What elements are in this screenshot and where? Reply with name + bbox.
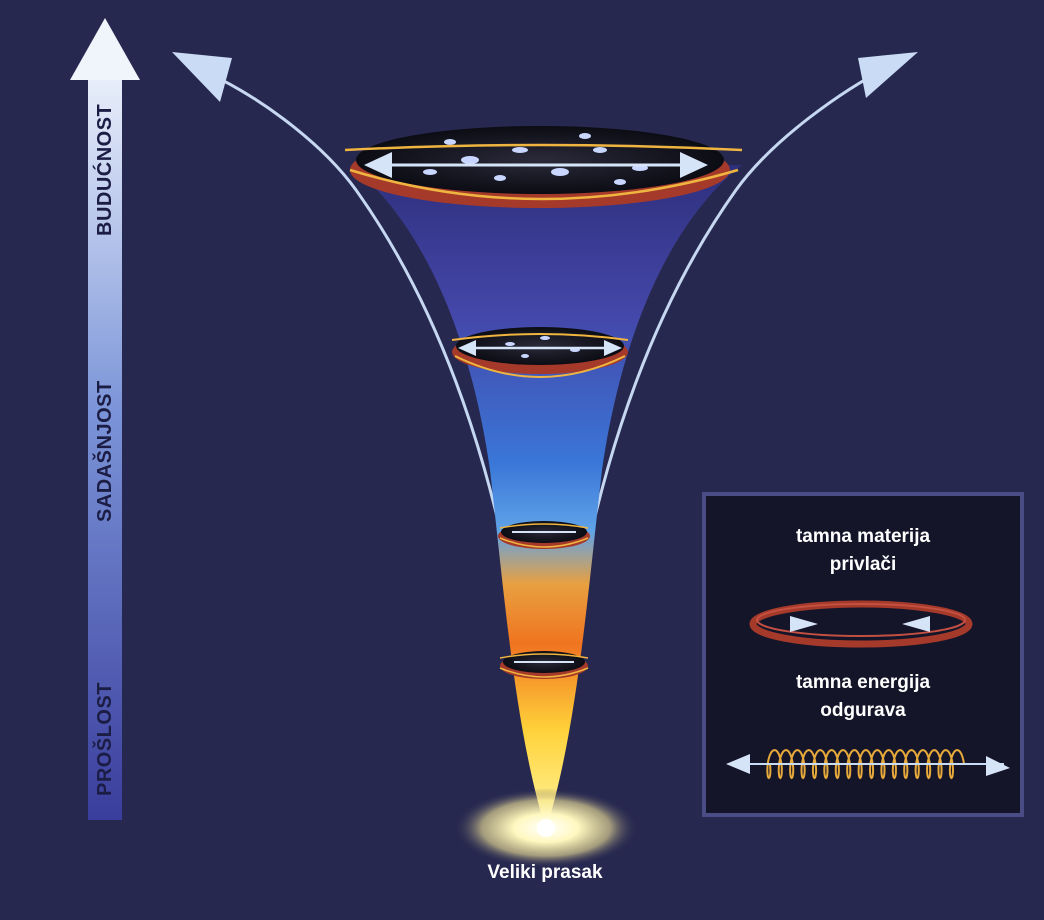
legend-dark-energy-label: tamna energija [795, 672, 931, 693]
universe-ring-present [451, 327, 629, 378]
legend-dark-matter-effect: privlači [829, 554, 897, 575]
universe-ring-future [344, 126, 743, 208]
arrow-up-left-icon [172, 52, 232, 102]
legend-dark-energy-effect: odgurava [820, 700, 906, 721]
time-label-present: SADAŠNJOST [94, 380, 116, 522]
universe-ring-early [498, 521, 590, 549]
time-axis-arrow [70, 18, 140, 820]
legend-box: tamna materija privlači tamna energija o… [702, 492, 1024, 817]
legend-dark-matter-label: tamna materija [795, 526, 931, 547]
universe-ring-earliest [499, 651, 589, 679]
big-bang-core [537, 819, 555, 837]
dark-matter-ring-icon [749, 600, 973, 648]
big-bang-label: Veliki prasak [487, 862, 603, 883]
universe-funnel [350, 165, 742, 830]
time-label-future: BUDUĆNOST [94, 103, 116, 236]
time-label-past: PROŠLOST [94, 681, 116, 796]
arrow-up-right-icon [858, 52, 918, 98]
legend-graphics [726, 600, 1010, 780]
dark-energy-spring-icon [726, 748, 1010, 780]
